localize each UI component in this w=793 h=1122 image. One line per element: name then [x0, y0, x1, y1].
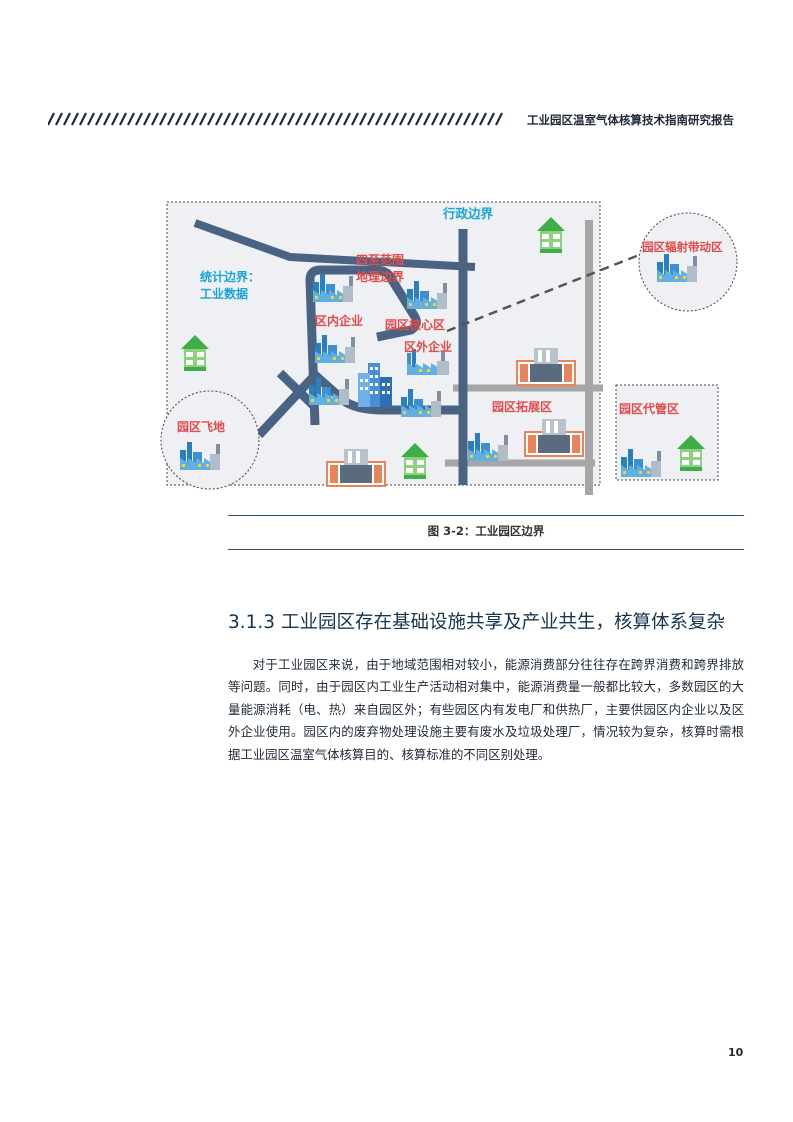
label-managed-zone: 园区代管区	[619, 401, 679, 416]
section-heading: 3.1.3 工业园区存在基础设施共享及产业共生，核算体系复杂	[228, 612, 725, 633]
page-number: 10	[728, 1046, 744, 1059]
label-stat-boundary-line2: 工业数据	[200, 286, 248, 301]
label-four-bounds-line2: 地理边界	[356, 269, 404, 284]
body-paragraph: 对于工业园区来说，由于地域范围相对较小，能源消费部分往往存在跨界消费和跨界排放等…	[228, 657, 744, 762]
statistical-boundary-road	[193, 219, 476, 271]
label-in-park-enterprise: 区内企业	[315, 313, 363, 328]
label-enclave: 园区飞地	[177, 419, 225, 434]
radiation-connector	[446, 253, 640, 333]
caption-rule-bottom	[228, 549, 744, 550]
figure-caption: 图 3-2：工业园区边界	[427, 524, 545, 538]
header-title: 工业园区温室气体核算技术指南研究报告	[527, 113, 734, 127]
park-boundary-diagram: 行政边界 统计边界： 工业数据 四至范围 地理边界 区内企业 园区核心区 区外企…	[160, 201, 738, 495]
radiation-zone-circle	[638, 212, 738, 312]
label-stat-boundary-line1: 统计边界：	[200, 269, 260, 284]
label-radiation-zone: 园区辐射带动区	[642, 240, 723, 254]
label-outside-enterprise: 区外企业	[404, 339, 452, 354]
caption-rule-top	[228, 515, 744, 516]
label-park-core: 园区核心区	[385, 317, 445, 332]
label-four-bounds-line1: 四至范围	[356, 252, 404, 267]
core-zone-loop	[305, 265, 421, 426]
enclave-circle	[160, 390, 260, 490]
label-admin-boundary: 行政边界	[442, 206, 494, 221]
header-hatch-decoration	[48, 112, 503, 126]
label-expansion-zone: 园区拓展区	[492, 399, 552, 414]
